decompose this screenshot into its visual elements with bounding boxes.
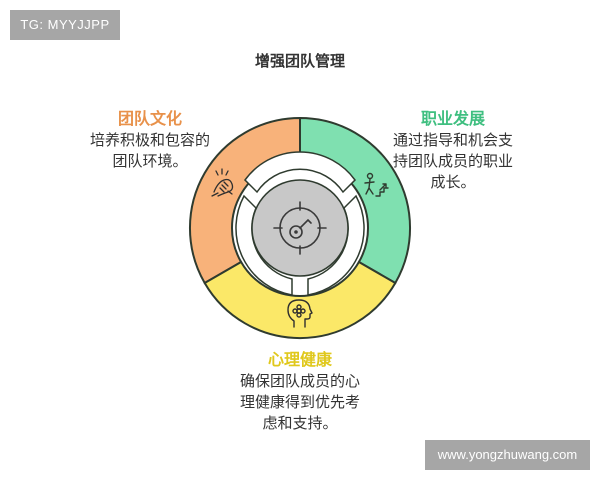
desc-culture-line-2: 团队环境。	[112, 152, 188, 170]
watermark-bottom: www.yongzhuwang.com	[425, 440, 590, 470]
hands-together-icon	[211, 168, 234, 197]
heading-mental: 心理健康	[267, 350, 332, 369]
head-flower-icon	[287, 299, 313, 328]
desc-career-line-3: 成长。	[430, 173, 476, 191]
desc-mental-line-3: 虑和支持。	[262, 414, 338, 432]
desc-career-line-1: 通过指导和机会支	[392, 131, 513, 149]
text-block-career: 职业发展 通过指导和机会支 持团队成员的职业 成长。	[378, 108, 528, 193]
heading-career: 职业发展	[420, 109, 485, 128]
text-block-culture: 团队文化 培养积极和包容的 团队环境。	[70, 108, 230, 172]
watermark-top: TG: MYYJJPP	[10, 10, 120, 40]
desc-career-line-2: 持团队成员的职业	[392, 152, 513, 170]
target-key-icon	[273, 201, 327, 255]
person-climbing-stairs-icon	[364, 172, 389, 197]
text-block-mental: 心理健康 确保团队成员的心 理健康得到优先考 虑和支持。	[225, 349, 375, 434]
diagram-title: 增强团队管理	[254, 52, 345, 70]
desc-mental-line-1: 确保团队成员的心	[239, 372, 360, 390]
desc-mental-line-2: 理健康得到优先考	[239, 393, 360, 411]
heading-culture: 团队文化	[117, 109, 182, 128]
desc-culture-line-1: 培养积极和包容的	[89, 131, 210, 149]
